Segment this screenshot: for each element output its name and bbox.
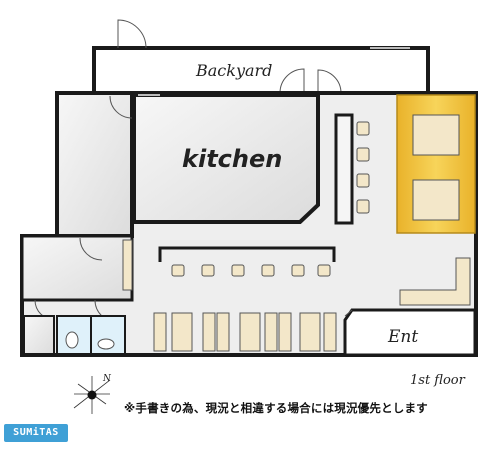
backyard-door-arc <box>117 19 147 49</box>
side-counter-stools <box>356 121 370 214</box>
backyard-door-arc-3 <box>317 69 342 94</box>
entrance-area <box>343 308 477 357</box>
sink-basin <box>97 338 115 350</box>
table-sets <box>153 312 337 352</box>
main-counter <box>158 246 336 262</box>
tatami-cushion-1 <box>412 114 460 156</box>
entrance-door-line <box>344 309 353 317</box>
toilet-bowl <box>65 331 79 349</box>
wall-shelf <box>122 239 133 291</box>
entrance-label: Ent <box>387 327 418 347</box>
left-storage-door-arc <box>109 95 133 119</box>
kitchen-room <box>132 93 320 224</box>
west-room <box>20 234 134 302</box>
backyard-door-arc-2 <box>279 68 305 94</box>
compass-icon: N <box>73 374 112 414</box>
compass-north-letter: N <box>102 374 112 384</box>
main-counter-stools <box>171 264 331 277</box>
backyard-label: Backyard <box>195 61 272 80</box>
brand-logo: SUMiTAS <box>4 424 68 442</box>
side-counter <box>334 113 354 225</box>
west-storage <box>23 315 55 355</box>
floor-plan: Backyard kitchen Ent <box>20 19 478 357</box>
tatami-cushion-2 <box>412 179 460 221</box>
floor-label: 1st floor <box>410 373 465 388</box>
west-room-door-arc <box>79 237 103 261</box>
disclaimer-note: ※手書きの為、現況と相違する場合には現況優先とします <box>124 401 428 415</box>
kitchen-label: kitchen <box>182 145 282 173</box>
reception-counter <box>399 257 471 306</box>
